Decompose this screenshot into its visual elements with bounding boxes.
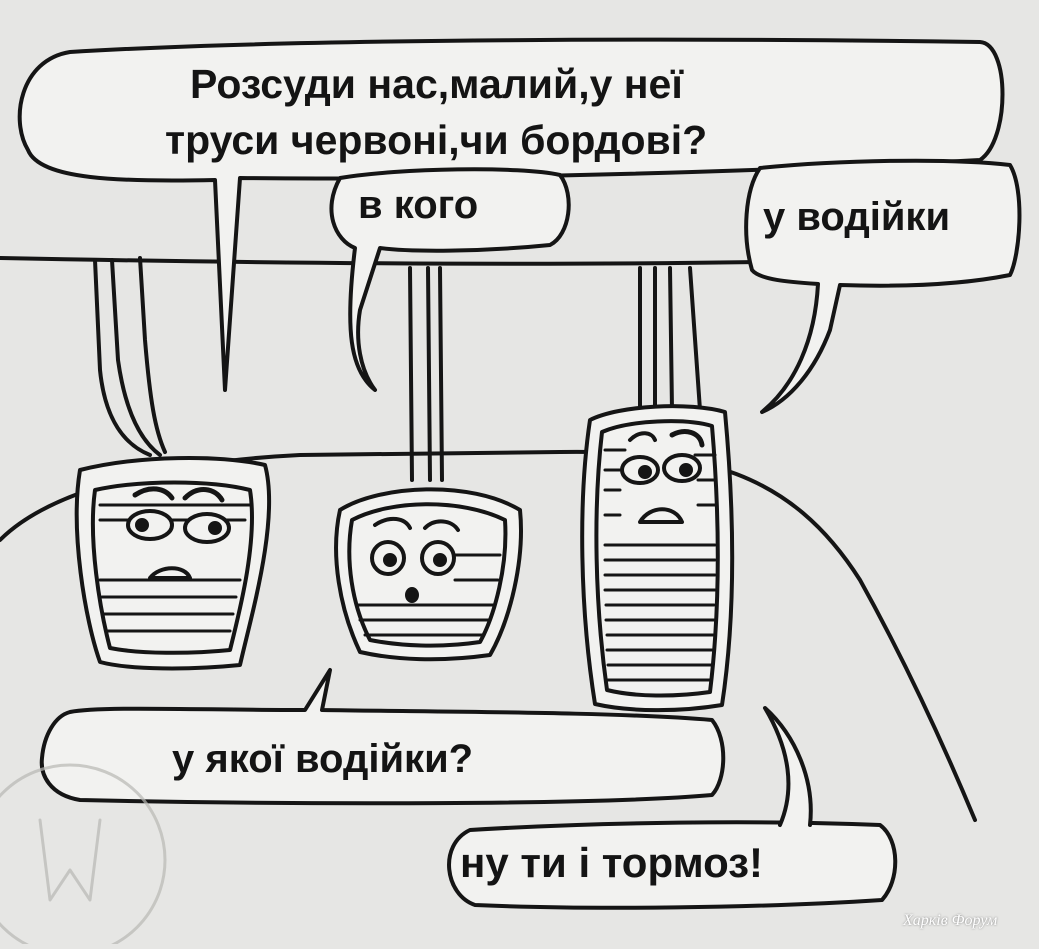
right-speech-bubble — [744, 158, 1022, 414]
middle-bubble-text: в кого — [358, 183, 479, 227]
brake-pedal — [334, 266, 523, 662]
gas-pedal — [580, 266, 735, 713]
middle-speech-bubble — [329, 167, 571, 392]
bottom-right-speech-bubble — [447, 706, 898, 910]
top-bubble-line-1: Розсуди нас,малий,у неї — [190, 61, 683, 107]
bottom-left-speech-bubble — [39, 668, 726, 806]
top-bubble-line-2: труси червоні,чи бордові? — [165, 117, 708, 163]
watermark-text: Харків Форум — [903, 912, 998, 929]
clutch-pedal — [74, 256, 272, 671]
bottom-left-bubble-text: у якої водійки? — [172, 737, 474, 781]
bottom-right-bubble-text: ну ти і тормоз! — [460, 839, 764, 886]
right-bubble-text: у водійки — [763, 195, 951, 239]
stamp-logo — [0, 763, 167, 949]
